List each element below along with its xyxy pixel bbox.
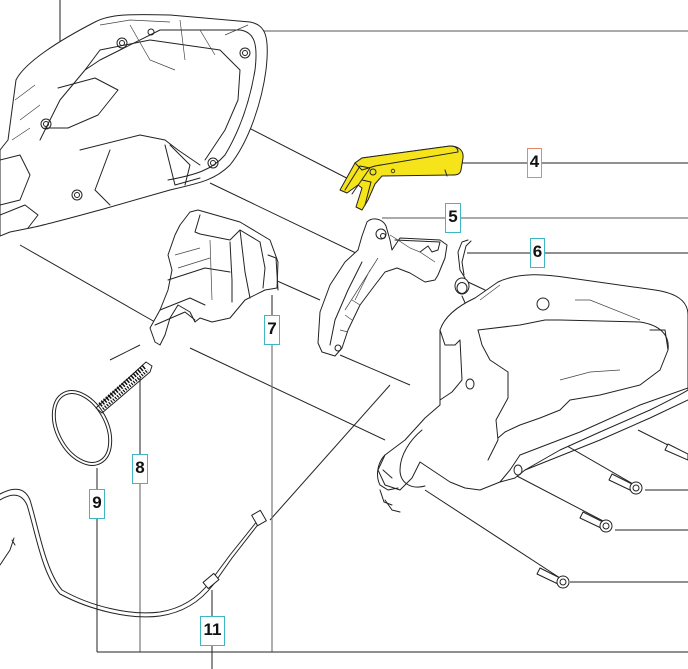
upper-handle-housing	[0, 14, 268, 237]
callout-11[interactable]: 11	[200, 616, 225, 646]
callout-5[interactable]: 5	[445, 203, 461, 233]
leader-line-cable-up	[269, 384, 391, 521]
o-ring[interactable]	[40, 380, 123, 475]
leader-line-left-diagonal	[19, 244, 156, 323]
compression-spring[interactable]	[95, 361, 153, 414]
screw-hole	[239, 47, 251, 59]
leader-line-screw-3-axis	[514, 474, 606, 523]
callout-6[interactable]: 6	[530, 238, 545, 268]
screw-hole	[116, 37, 128, 49]
switch-housing[interactable]	[149, 209, 279, 346]
screws[interactable]	[536, 443, 688, 589]
throttle-cable[interactable]	[0, 488, 267, 618]
screw-hole	[71, 189, 83, 201]
throttle-trigger[interactable]	[317, 218, 448, 357]
callout-4[interactable]: 4	[527, 148, 542, 178]
rear-handle[interactable]	[377, 274, 688, 513]
callout-7[interactable]: 7	[264, 315, 280, 345]
leader-line-spring-to-handle	[189, 347, 386, 441]
screw-hole	[40, 118, 52, 130]
screw[interactable]	[579, 511, 613, 533]
screw[interactable]	[664, 443, 688, 461]
leader-line-mid-diagonal	[209, 182, 361, 256]
callout-8[interactable]: 8	[132, 454, 148, 484]
screw[interactable]	[536, 567, 570, 589]
screw-hole	[207, 157, 219, 169]
leader-line-trigger-down	[339, 354, 411, 386]
screw[interactable]	[608, 473, 643, 495]
callout-9[interactable]: 9	[89, 489, 105, 519]
throttle-lockout-highlighted[interactable]	[339, 145, 464, 211]
leader-line-screw-4-axis	[424, 489, 561, 579]
leader-line-spring-axis	[109, 344, 141, 361]
